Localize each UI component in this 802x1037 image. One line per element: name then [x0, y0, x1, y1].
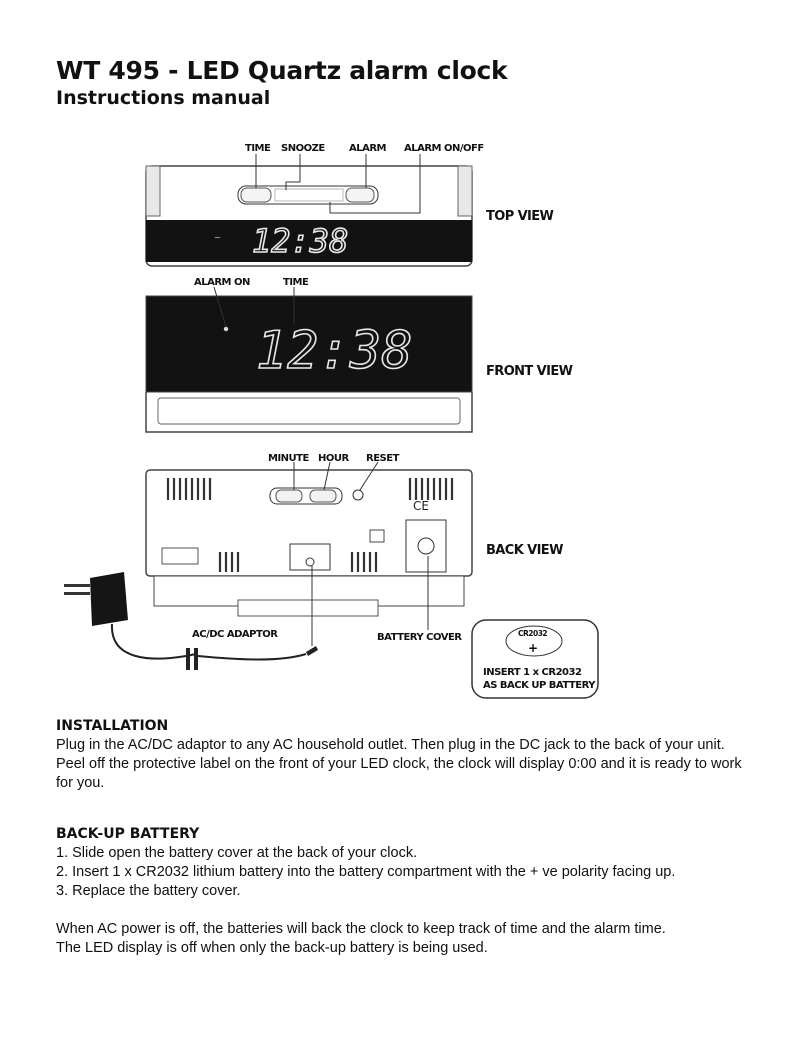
hour-key — [309, 489, 337, 503]
back-view: CE MINUTE HOUR RESET BACK VIEW — [145, 453, 564, 617]
label-hour: HOUR — [318, 453, 349, 464]
label-alarm: ALARM — [349, 143, 387, 154]
front-view-label: FRONT VIEW — [486, 364, 573, 379]
time-key — [240, 187, 272, 203]
label-alarm-onoff: ALARM ON/OFF — [404, 143, 484, 154]
installation-paragraph-2: Peel off the protective label on the fro… — [56, 756, 742, 791]
coin-battery — [505, 625, 563, 657]
label-alarm-on: ALARM ON — [194, 277, 250, 288]
backup-step-2: 2. Insert 1 x CR2032 lithium battery int… — [56, 864, 676, 880]
label-reset: RESET — [366, 453, 400, 464]
document-title: WT 495 - LED Quartz alarm clock — [56, 56, 508, 85]
front-display-digits: 12:38 — [256, 321, 413, 381]
label-time-front: TIME — [283, 277, 309, 288]
installation-section: INSTALLATION Plug in the AC/DC adaptor t… — [56, 717, 756, 793]
backup-note-2: The LED display is off when only the bac… — [56, 940, 488, 956]
backup-battery-section: BACK-UP BATTERY 1. Slide open the batter… — [56, 825, 756, 958]
label-adaptor: AC/DC ADAPTOR — [192, 629, 278, 640]
backup-step-3: 3. Replace the battery cover. — [56, 883, 241, 899]
top-display-digits: 12:38 — [252, 222, 348, 260]
svg-text:CE: CE — [413, 499, 429, 513]
minute-key — [275, 489, 303, 503]
front-display — [145, 295, 473, 393]
top-display — [146, 220, 472, 262]
backup-step-1: 1. Slide open the battery cover at the b… — [56, 845, 418, 861]
alarm-on-indicator — [223, 326, 229, 332]
document-subtitle: Instructions manual — [56, 87, 271, 109]
installation-heading: INSTALLATION — [56, 718, 169, 734]
adaptor-plug — [90, 572, 128, 626]
top-view: ~ 12:38 TIME SNOOZE ALARM ALARM ON/OFF T… — [145, 143, 554, 267]
vent-slots — [166, 478, 454, 572]
label-time-top: TIME — [245, 143, 271, 154]
backup-note-1: When AC power is off, the batteries will… — [56, 921, 666, 937]
ac-dc-adaptor: AC/DC ADAPTOR — [64, 566, 318, 670]
svg-text:~: ~ — [214, 233, 221, 242]
battery-callout: BATTERY COVER CR2032 + INSERT 1 x CR2032… — [377, 556, 599, 699]
battery-note-1: INSERT 1 x CR2032 — [483, 667, 582, 678]
clock-diagram: ~ 12:38 TIME SNOOZE ALARM ALARM ON/OFF T… — [64, 143, 599, 699]
battery-note-2: AS BACK UP BATTERY — [483, 680, 596, 691]
svg-text:+: + — [528, 641, 538, 655]
installation-paragraph-1: Plug in the AC/DC adaptor to any AC hous… — [56, 737, 725, 753]
top-view-label: TOP VIEW — [486, 209, 554, 224]
alarm-onoff-key — [345, 187, 375, 203]
battery-name: CR2032 — [518, 629, 547, 638]
front-view: 12:38 ALARM ON TIME FRONT VIEW — [145, 277, 573, 433]
back-view-label: BACK VIEW — [486, 543, 563, 558]
battery-cover — [405, 519, 447, 573]
label-minute: MINUTE — [268, 453, 309, 464]
label-battery-cover: BATTERY COVER — [377, 632, 462, 643]
backup-heading: BACK-UP BATTERY — [56, 826, 200, 842]
reset-hole — [352, 489, 364, 501]
label-snooze: SNOOZE — [281, 143, 325, 154]
